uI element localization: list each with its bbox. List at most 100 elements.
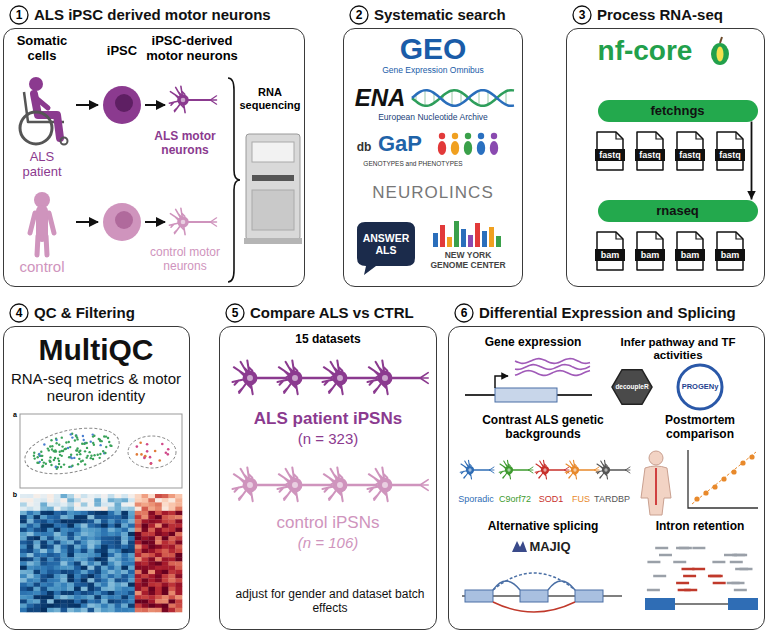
sample-dot — [50, 439, 52, 441]
heatmap-cell — [101, 557, 108, 562]
gene-body — [495, 388, 557, 402]
heatmap-cell — [27, 570, 34, 575]
step-title: Process RNA-seq — [597, 6, 723, 24]
heatmap-cell — [175, 532, 182, 537]
heatmap-cell — [108, 561, 115, 566]
annotation-text: Somatic cells — [8, 34, 76, 64]
heatmap-cell — [162, 591, 169, 596]
heatmap-cell — [20, 557, 27, 562]
heatmap-cell — [34, 524, 41, 529]
neuron — [565, 460, 599, 479]
annotation-text: control — [6, 258, 78, 275]
heatmap-cell — [101, 583, 108, 588]
splice-junction — [493, 573, 575, 590]
heatmap-cell — [169, 578, 176, 583]
cluster-ellipse — [21, 420, 124, 481]
heatmap-cell — [74, 549, 81, 554]
heatmap-cell — [162, 498, 169, 503]
annotation-text: MAJIQ — [528, 539, 572, 554]
heatmap-cell — [40, 507, 47, 512]
heatmap-cell — [40, 591, 47, 596]
annotation-text: control iPSNs — [224, 513, 432, 533]
heatmap-cell — [135, 570, 142, 575]
sequencing-read — [734, 589, 747, 592]
heatmap-cell — [61, 515, 68, 520]
axon-terminal — [420, 485, 428, 490]
heatmap-cell — [40, 599, 47, 604]
person-icon-head — [439, 133, 445, 139]
heatmap-cell — [169, 591, 176, 596]
heatmap-cell — [121, 583, 128, 588]
heatmap-cell — [47, 599, 54, 604]
heatmap-cell — [88, 494, 95, 499]
heatmap-cell — [175, 574, 182, 579]
file-fold — [616, 232, 623, 239]
person-icon-head — [465, 133, 471, 139]
annotation-text: MultiQC — [10, 333, 182, 367]
sample-dot — [55, 465, 57, 467]
heatmap-cell — [175, 578, 182, 583]
annotation-text: Contrast ALS genetic backgrounds — [458, 414, 628, 442]
heatmap-cell — [128, 608, 135, 613]
heatmap-cell — [128, 595, 135, 600]
heatmap-cell — [128, 557, 135, 562]
heatmap-cell — [40, 515, 47, 520]
heatmap-cell — [108, 591, 115, 596]
trend-line — [692, 452, 756, 504]
sample-dot — [165, 451, 168, 454]
heatmap-cell — [101, 549, 108, 554]
annotation-text: Gene expression — [458, 336, 608, 350]
heatmap-cell — [61, 502, 68, 507]
heatmap-cell — [128, 604, 135, 609]
sample-dot — [63, 463, 65, 465]
heatmap-cell — [121, 519, 128, 524]
sample-dot — [48, 449, 50, 451]
sample-dot — [36, 461, 38, 463]
heatmap-cell — [47, 604, 54, 609]
flow-arrow — [751, 122, 753, 200]
heatmap-cell — [108, 595, 115, 600]
heatmap-cell — [81, 532, 88, 537]
heatmap-cell — [101, 532, 108, 537]
intron-line — [675, 603, 728, 605]
heatmap-cell — [74, 507, 81, 512]
heatmap-cell — [108, 578, 115, 583]
skyline-bar — [475, 223, 480, 247]
skyline-bar — [482, 231, 487, 247]
heatmap-cell — [101, 553, 108, 558]
heatmap-cell — [101, 578, 108, 583]
heatmap-cell — [169, 595, 176, 600]
heatmap-cell — [175, 570, 182, 575]
sample-dot — [143, 457, 146, 460]
heatmap-cell — [40, 494, 47, 499]
skyline-bar — [461, 229, 466, 247]
heatmap-cell — [169, 574, 176, 579]
heatmap-cell — [148, 511, 155, 516]
heatmap-cell — [88, 553, 95, 558]
heatmap-cell — [27, 583, 34, 588]
heatmap-cell — [54, 608, 61, 613]
heatmap-cell — [169, 540, 176, 545]
heatmap-cell — [34, 561, 41, 566]
heatmap-cell — [20, 524, 27, 529]
heatmap-cell — [94, 494, 101, 499]
heatmap-cell — [108, 566, 115, 571]
file-fold — [656, 232, 663, 239]
sequencing-read — [655, 547, 668, 550]
heatmap-cell — [142, 591, 149, 596]
heatmap-cell — [142, 604, 149, 609]
file-fold — [736, 132, 743, 139]
heatmap-cell — [155, 519, 162, 524]
heatmap-cell — [47, 524, 54, 529]
heatmap-cell — [128, 536, 135, 541]
axon-terminal — [490, 467, 495, 470]
heatmap-cell — [34, 511, 41, 516]
heatmap-cell — [142, 570, 149, 575]
sequencing-read — [659, 554, 672, 557]
heatmap-cell — [54, 494, 61, 499]
heatmap-cell — [175, 536, 182, 541]
heatmap-cell — [54, 566, 61, 571]
heatmap-cell — [20, 583, 27, 588]
heatmap-cell — [67, 540, 74, 545]
heatmap-cell — [108, 536, 115, 541]
